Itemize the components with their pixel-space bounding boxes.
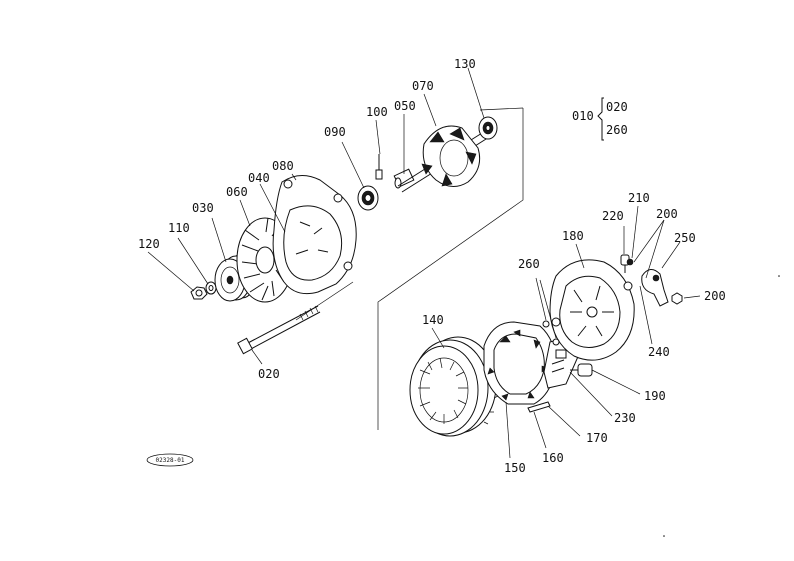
section-boundary-left — [295, 281, 354, 321]
part-140-stator — [409, 336, 499, 437]
callout-120: 120 — [138, 237, 160, 251]
callout-070: 070 — [412, 79, 434, 93]
callout-100: 100 — [366, 105, 388, 119]
part-070-rotor — [397, 125, 495, 193]
callout-200-right: 200 — [704, 289, 726, 303]
callout-020: 020 — [258, 367, 280, 381]
part-160-insulator — [527, 401, 551, 413]
part-150-rectifier — [483, 321, 557, 405]
callout-210: 210 — [628, 191, 650, 205]
stray-dot — [778, 275, 780, 277]
callout-160: 160 — [542, 451, 564, 465]
callout-labels: 120 110 030 060 040 080 090 100 050 070 … — [138, 57, 726, 475]
part-250-terminal — [641, 269, 669, 307]
part-200-nut — [671, 292, 683, 305]
part-260-screws — [542, 320, 560, 346]
drawing-code-text: 02328-01 — [156, 457, 185, 464]
callout-190: 190 — [644, 389, 666, 403]
callout-040: 040 — [248, 171, 270, 185]
callout-060: 060 — [226, 185, 248, 199]
callout-050: 050 — [394, 99, 416, 113]
section-boundary-line — [377, 108, 524, 430]
part-090-bearing — [357, 185, 379, 211]
part-110-washer — [205, 281, 217, 295]
callout-240: 240 — [648, 345, 670, 359]
callout-250: 250 — [674, 231, 696, 245]
part-020-through-bolt — [237, 305, 321, 355]
callout-220: 220 — [602, 209, 624, 223]
callout-030: 030 — [192, 201, 214, 215]
callout-150: 150 — [504, 461, 526, 475]
callout-180: 180 — [562, 229, 584, 243]
part-080-front-housing — [272, 175, 357, 295]
assembly-sub-top: 020 — [606, 100, 628, 114]
part-050-collar — [393, 168, 415, 189]
part-180-rear-housing — [549, 259, 635, 361]
assembly-reference: 010 020 260 — [572, 97, 628, 141]
part-210-nut — [626, 258, 634, 266]
assembly-main-number: 010 — [572, 109, 594, 123]
callout-260: 260 — [518, 257, 540, 271]
section-boundary-top — [479, 107, 524, 111]
assembly-brace — [597, 97, 604, 141]
callout-110: 110 — [168, 221, 190, 235]
stray-dot — [663, 535, 665, 537]
leader-lines — [147, 67, 701, 459]
part-130-bearing — [478, 116, 498, 140]
callout-090: 090 — [324, 125, 346, 139]
callout-080: 080 — [272, 159, 294, 173]
callout-130: 130 — [454, 57, 476, 71]
callout-200-top: 200 — [656, 207, 678, 221]
assembly-sub-bottom: 260 — [606, 123, 628, 137]
part-100-screw — [375, 154, 383, 180]
callout-170: 170 — [586, 431, 608, 445]
callout-230: 230 — [614, 411, 636, 425]
part-120-nut — [190, 286, 208, 300]
drawing-code-badge: 02328-01 — [146, 453, 194, 467]
callout-140: 140 — [422, 313, 444, 327]
